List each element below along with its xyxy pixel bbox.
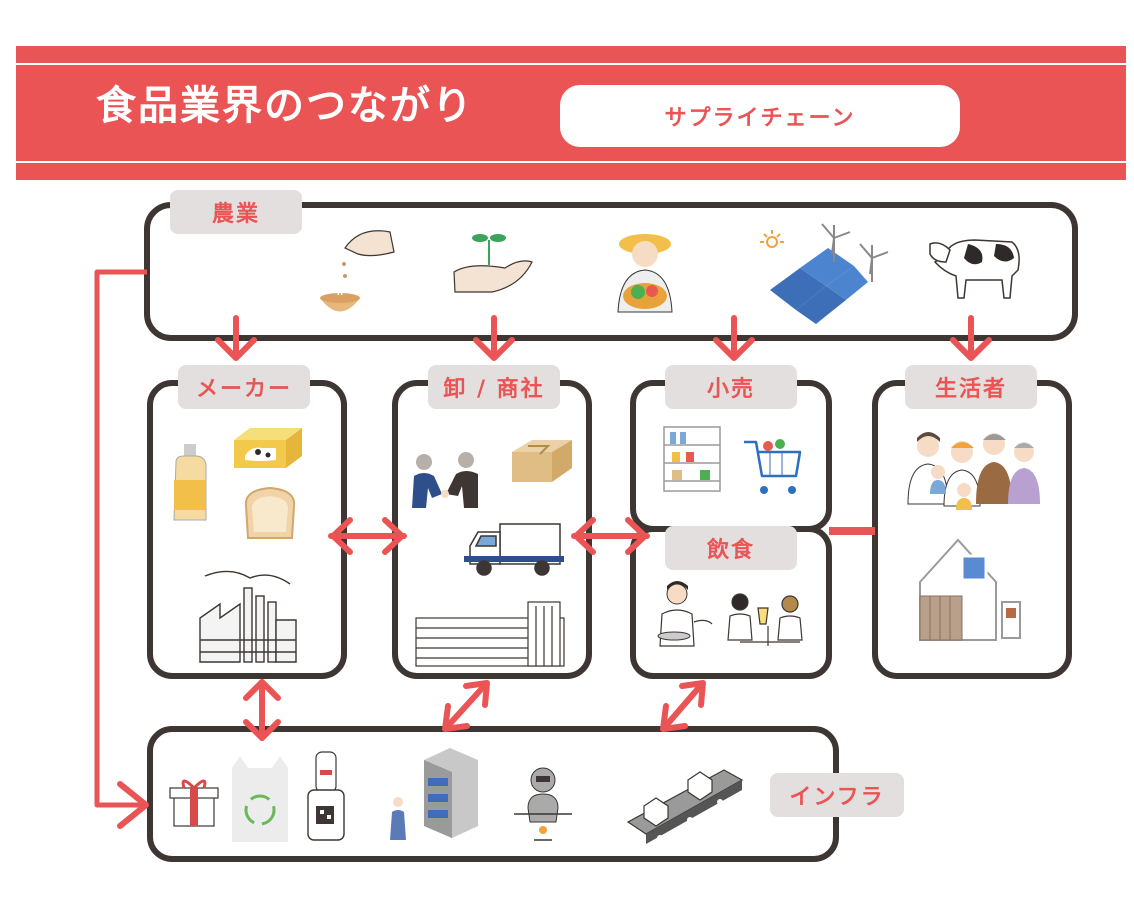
family-icon <box>907 432 1040 510</box>
recycle-bag-icon <box>232 756 288 842</box>
house-icon <box>919 538 1021 641</box>
page-title: 食品業界のつながり <box>96 83 474 129</box>
section-tag-agriculture: 農業 <box>170 190 302 234</box>
section-tag-consumer: 生活者 <box>905 365 1037 409</box>
bread-icon <box>244 486 296 539</box>
section-tag-retail: 小売 <box>665 365 797 409</box>
farmer-icon <box>617 234 673 313</box>
section-tag-wholesale: 卸 / 商社 <box>428 365 560 409</box>
office-building-icon <box>415 601 565 667</box>
conveyor-belt-icon <box>626 769 744 844</box>
shopping-cart-icon <box>744 439 802 494</box>
cardboard-box-icon <box>512 440 572 482</box>
delivery-truck-icon <box>464 523 564 576</box>
sprout-in-hand-icon <box>453 234 533 293</box>
section-tag-infrastructure: インフラ <box>770 773 904 817</box>
waiter-icon <box>657 581 713 647</box>
butter-box-icon <box>234 428 302 468</box>
infra-double-arrows <box>243 679 706 741</box>
agri-to-infra-arrowhead <box>117 781 149 829</box>
banner-bottom-line <box>16 161 1126 163</box>
factory-icon <box>199 570 297 663</box>
smartphone-qr-icon <box>307 751 345 841</box>
section-tag-food-service: 飲食 <box>665 526 797 570</box>
server-rack-icon <box>390 748 478 840</box>
banner-top-line <box>16 63 1126 65</box>
agri-to-infra-line <box>94 269 147 808</box>
horizontal-double-arrows <box>328 517 650 555</box>
robot-icon <box>514 767 572 841</box>
solar-wind-icon <box>760 223 889 324</box>
page-subtitle: サプライチェーン <box>560 85 960 147</box>
gift-box-icon <box>169 779 219 827</box>
cow-icon <box>929 239 1020 299</box>
handshake-icon <box>412 452 478 508</box>
section-tag-manufacturer: メーカー <box>178 365 310 409</box>
diners-icon <box>727 593 803 646</box>
store-shelf-icon <box>663 426 721 492</box>
agri-down-arrows <box>215 315 992 361</box>
seed-sowing-icon <box>320 230 395 312</box>
oil-bottle-icon <box>173 444 207 521</box>
